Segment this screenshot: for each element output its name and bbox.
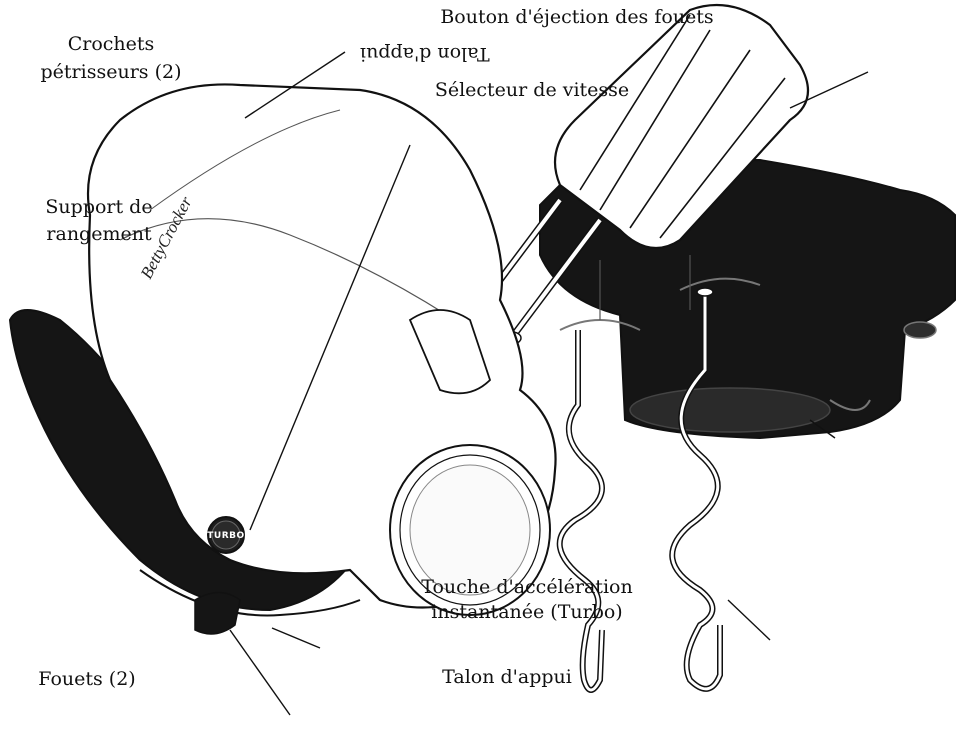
dough-hooks: [556, 287, 723, 693]
label-turbo-line1: Touche d'accélération: [421, 576, 632, 598]
label-dough-line2: pétrisseurs (2): [41, 61, 182, 83]
turbo-button[interactable]: TURBO: [207, 516, 245, 554]
label-turbo-line2: instantanée (Turbo): [431, 601, 622, 623]
label-heel-rest: Talon d'appui: [360, 43, 490, 65]
label-speed-selector: Sélecteur de vitesse: [435, 79, 629, 101]
leader-lines: [229, 51, 869, 716]
turbo-button-text: TURBO: [207, 531, 244, 541]
label-stand-line1: Support de: [45, 196, 152, 218]
label-dough-line1: Crochets: [68, 33, 155, 55]
label-beater-eject: Bouton d'éjection des fouets: [440, 6, 713, 28]
labels: Talon d'appui: [360, 43, 490, 65]
mixer: TURBO BettyCrocker: [8, 83, 557, 635]
label-heel-rest: Talon d'appui: [442, 666, 572, 688]
label-beaters: Fouets (2): [38, 668, 135, 690]
label-stand-line2: rangement: [46, 223, 152, 245]
